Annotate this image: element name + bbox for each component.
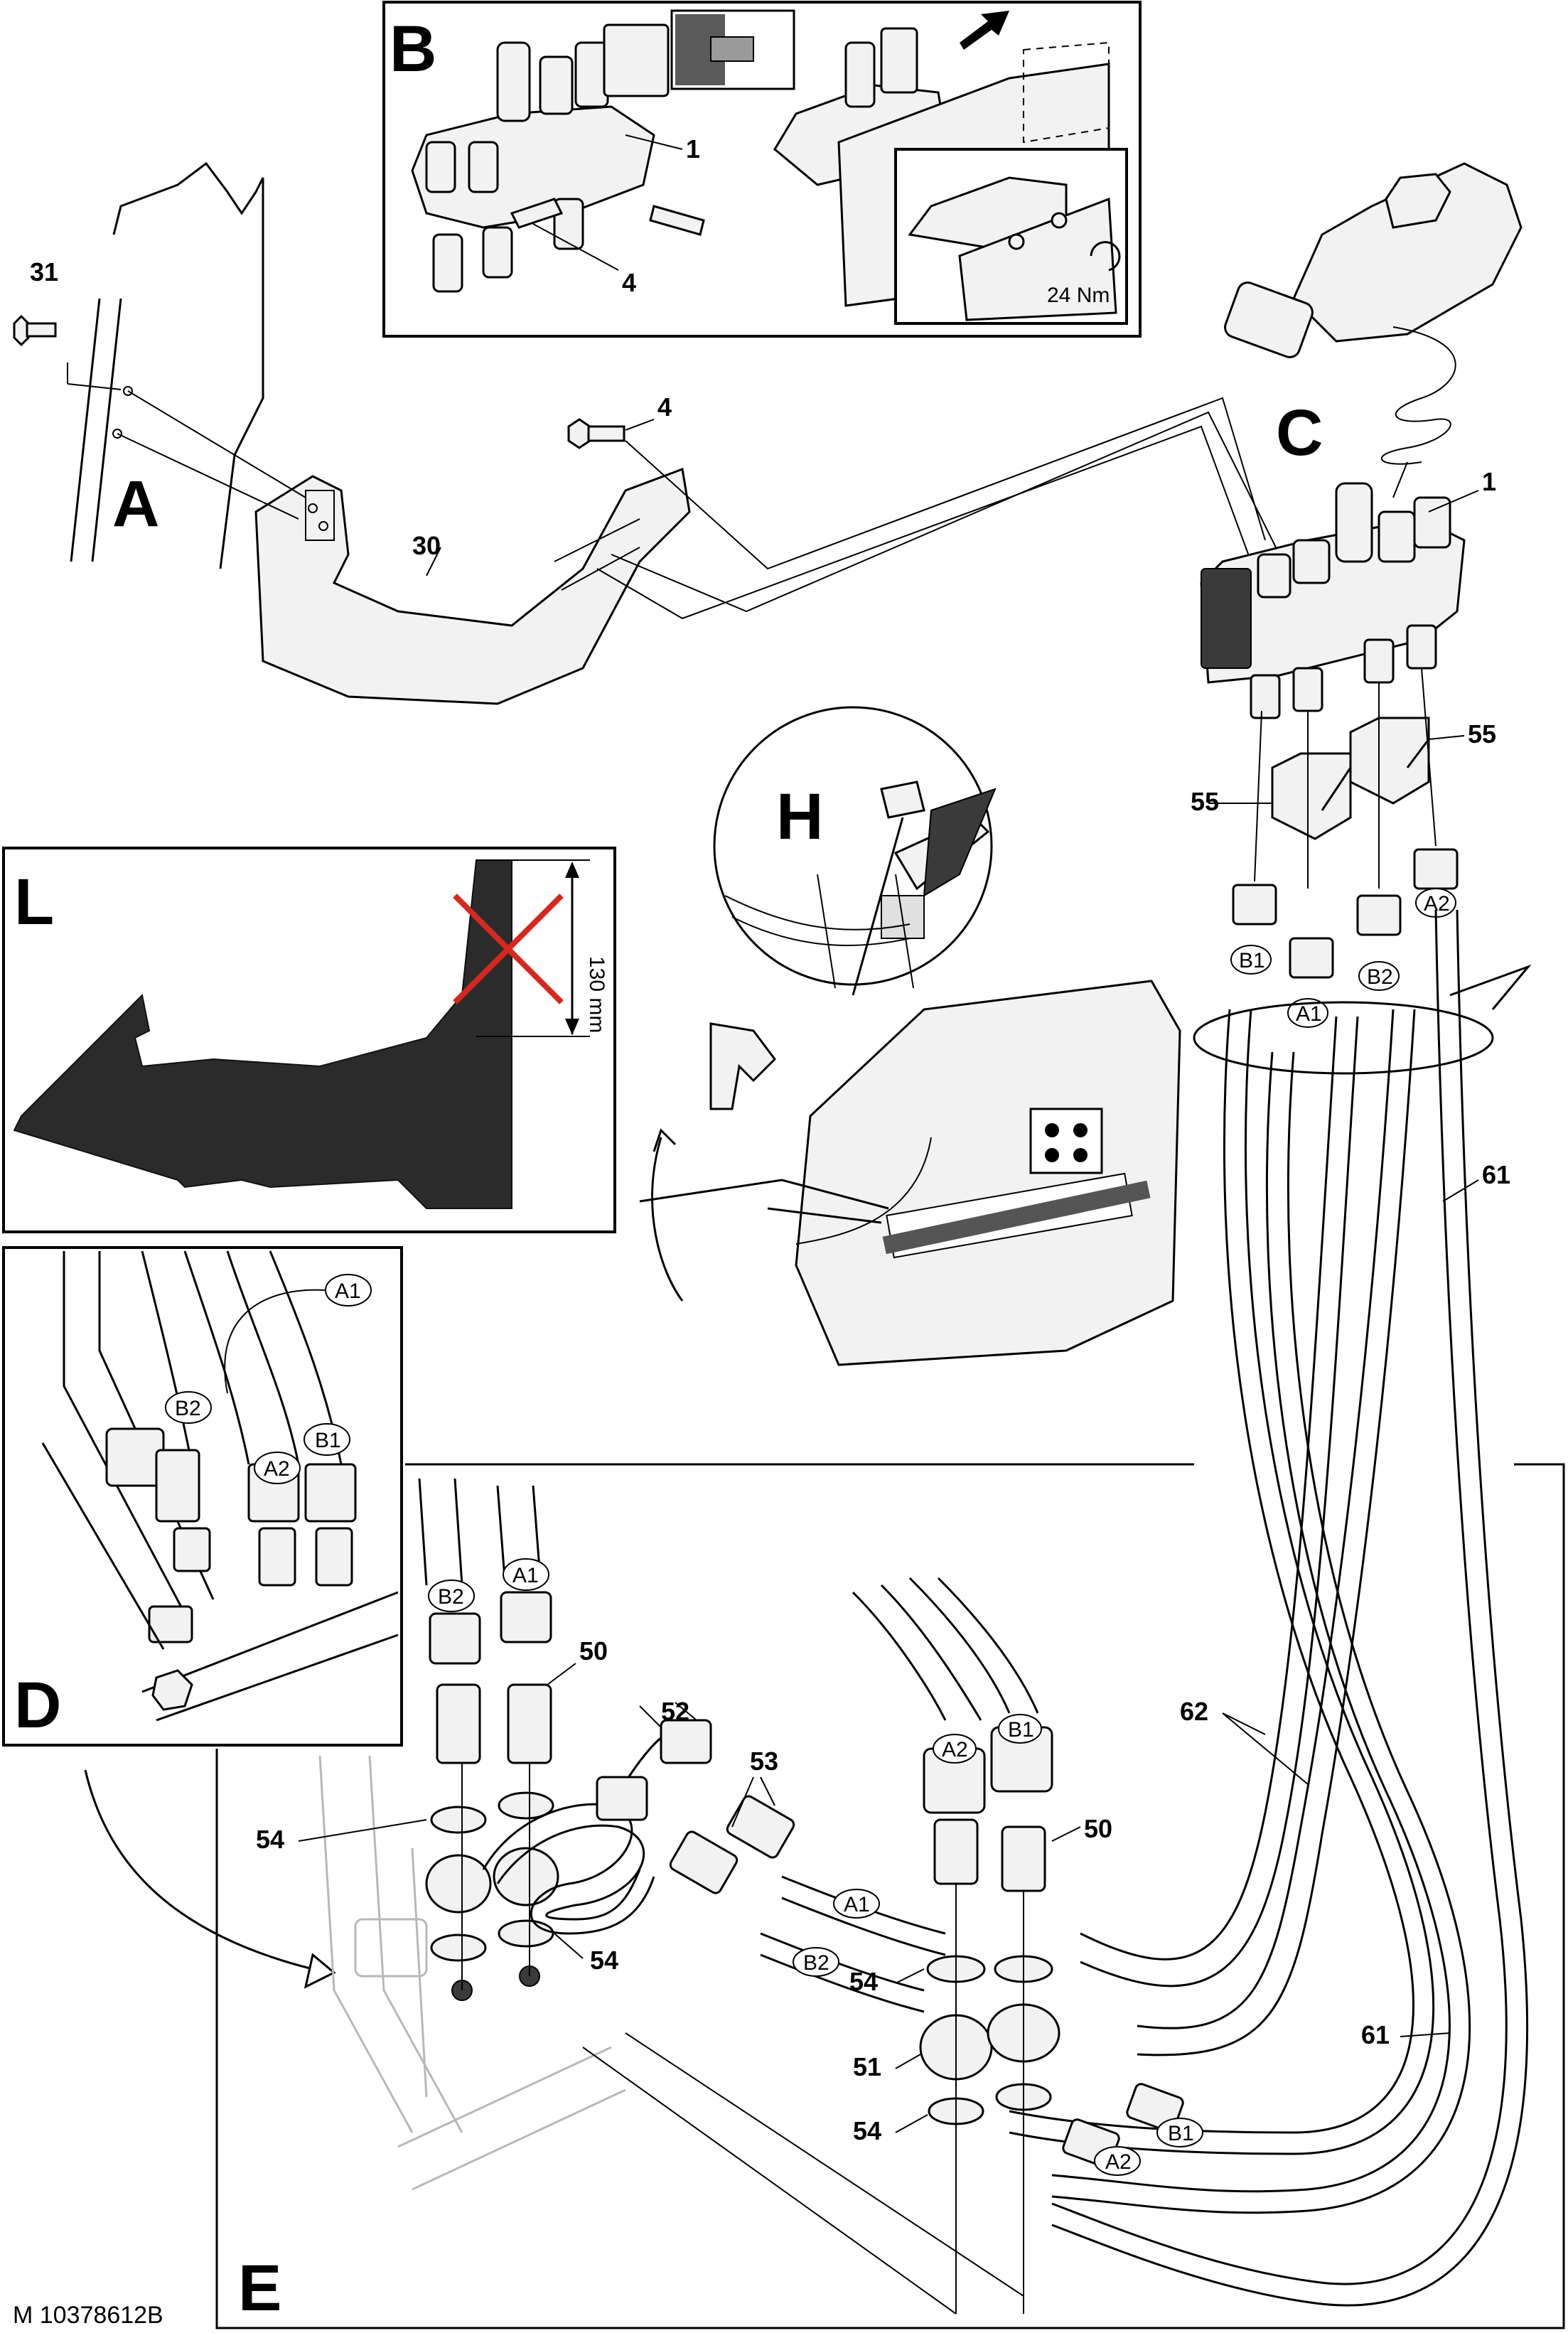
ball-valve-55-right: [1349, 717, 1430, 805]
detail-d-port-b2: B2: [175, 1397, 201, 1420]
detail-a-letter: A: [112, 468, 159, 540]
detail-e-part-54-left-top: 54: [256, 1825, 284, 1854]
detail-l: L 130 mm: [2, 847, 616, 1233]
detail-a: 31 A 30 4: [13, 161, 1280, 705]
detail-a-part-31: 31: [30, 257, 58, 286]
detail-c-part-1: 1: [1482, 467, 1496, 496]
coiled-cable: [1380, 326, 1456, 465]
remote-button: [1224, 281, 1314, 358]
detail-d-letter: D: [14, 1669, 61, 1742]
detail-e-port-b2-hose: B2: [803, 1951, 829, 1975]
detail-e-part-53: 53: [750, 1747, 778, 1776]
detail-e-port-a2-top: A2: [942, 1738, 968, 1761]
detail-h: H: [713, 706, 997, 996]
detail-a-part-30: 30: [412, 531, 441, 560]
detail-b-letter: B: [390, 13, 436, 85]
cable-tie: [1193, 1001, 1494, 1075]
frame-edge: [70, 298, 101, 562]
detail-e-port-b1-top: B1: [1008, 1718, 1034, 1742]
detail-e-part-54-left-bottom: 54: [590, 1946, 618, 1975]
detail-e-letter: E: [238, 2252, 281, 2324]
valve-block-left: [411, 23, 705, 293]
drill-scene: [639, 980, 1181, 1366]
detail-e-part-62: 62: [1180, 1697, 1208, 1726]
detail-e-port-a2-hose: A2: [1105, 2150, 1132, 2174]
detail-l-dimension: 130 mm: [585, 956, 608, 1033]
detail-c-port-a1: A1: [1296, 1002, 1322, 1026]
document-code: M 10378612B: [13, 2302, 163, 2329]
detail-e-port-b2-top: B2: [438, 1585, 464, 1609]
bolt-4-head: [567, 418, 591, 449]
arrow-direction-icon: [960, 11, 1009, 50]
rotation-arrow-icon: [653, 1128, 677, 1152]
detail-e: E B2 A1 50 54 54: [215, 1463, 1565, 2329]
detail-h-letter: H: [776, 781, 823, 853]
drill-icon: [709, 1022, 776, 1110]
frame-edge-2: [91, 298, 122, 562]
bolt-31-head: [13, 314, 30, 347]
detail-e-part-52: 52: [661, 1697, 689, 1726]
detail-b-part-4: 4: [622, 268, 636, 297]
detail-c-port-b2: B2: [1367, 965, 1393, 989]
detail-l-letter: L: [14, 866, 54, 938]
torque-rotation-icon: [1090, 241, 1121, 272]
leader-b4: [532, 223, 619, 271]
control-panel: [795, 980, 1181, 1366]
detail-e-port-a1-hose: A1: [844, 1893, 870, 1916]
bolt-31-shaft: [26, 322, 57, 338]
detail-b-part-1: 1: [686, 134, 700, 163]
detail-d-port-a1: A1: [335, 1280, 361, 1303]
leader-b1: [625, 134, 683, 150]
detail-e-part-61: 61: [1361, 2020, 1390, 2049]
ball-valve-55-left: [1271, 752, 1352, 840]
detail-c-port-b1: B1: [1239, 949, 1265, 972]
flow-arrow-d-to-e: [84, 1769, 313, 1970]
detail-d-port-a2: A2: [264, 1457, 290, 1481]
detail-e-port-a1-top: A1: [512, 1564, 539, 1587]
detail-e-port-b1-hose: B1: [1168, 2122, 1194, 2145]
detail-c-part-55-right: 55: [1468, 719, 1496, 749]
inset-bolt: [710, 36, 754, 62]
detail-a-part-4: 4: [657, 392, 672, 422]
detail-b: B 1 4: [382, 1, 1142, 338]
detail-e-part-51: 51: [853, 2052, 881, 2081]
detail-e-part-54-right-bottom: 54: [853, 2116, 881, 2145]
detail-c: C 1 55 55: [1009, 162, 1532, 2307]
torque-value: 24 Nm: [1047, 284, 1110, 307]
detail-c-part-61: 61: [1482, 1160, 1510, 1189]
detail-c-letter: C: [1276, 397, 1323, 469]
detail-d-port-b1: B1: [315, 1429, 341, 1452]
remote-control: [1292, 162, 1523, 343]
detail-d: D B2 A1 A2 B1: [2, 1246, 403, 1989]
bracket-30: [254, 467, 691, 705]
frame-outline: [112, 161, 264, 569]
detail-e-part-50-left: 50: [579, 1636, 608, 1666]
detail-e-part-50-right: 50: [1084, 1814, 1112, 1843]
pipe-52: [482, 1803, 655, 1935]
detail-c-part-55-left: 55: [1191, 787, 1219, 816]
